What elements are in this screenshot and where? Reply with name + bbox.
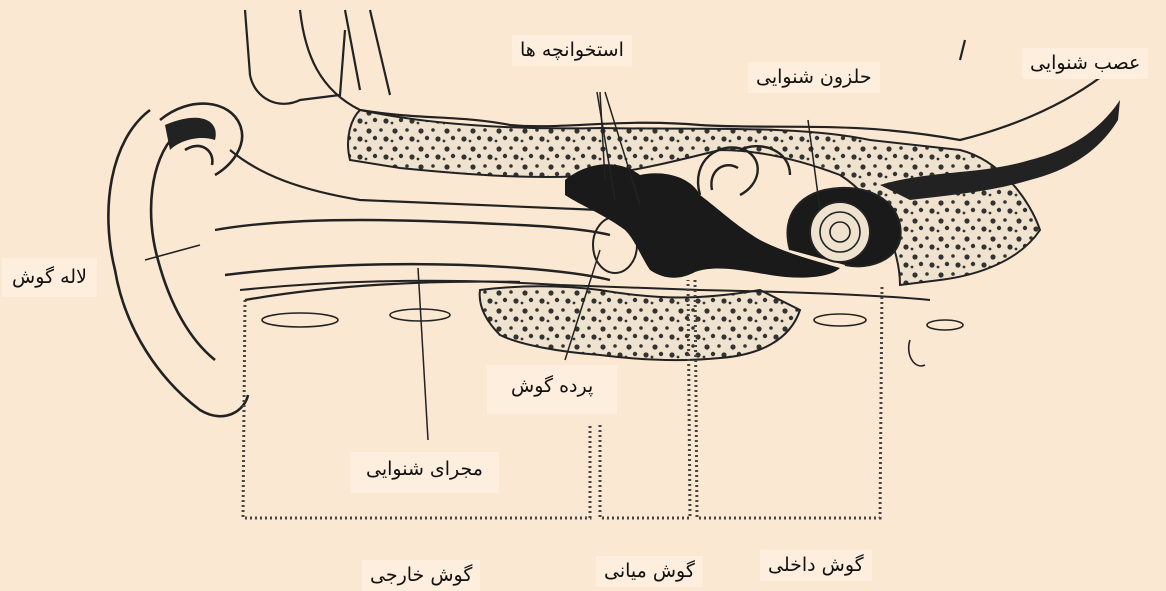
label-auricle: لاله گوش (2, 258, 97, 297)
label-cochlea: حلزون شنوایی (748, 62, 880, 93)
label-inner-ear: گوش داخلی (760, 550, 872, 581)
label-outer-ear: گوش خارجی (362, 560, 480, 591)
label-middle-ear: گوش میانی (596, 556, 703, 587)
ear-canal-wall (215, 220, 610, 280)
bone-lower (480, 286, 800, 360)
label-ossicles: استخوانچه ها (512, 35, 632, 66)
label-auditory-nerve: عصب شنوایی (1022, 48, 1148, 79)
label-ear-canal: مجرای شنوایی (350, 452, 499, 493)
auricle-cartilage (165, 118, 216, 150)
auricle-shape (108, 104, 248, 417)
label-eardrum: پرده گوش (487, 365, 617, 414)
cochlea-shape (787, 188, 900, 266)
